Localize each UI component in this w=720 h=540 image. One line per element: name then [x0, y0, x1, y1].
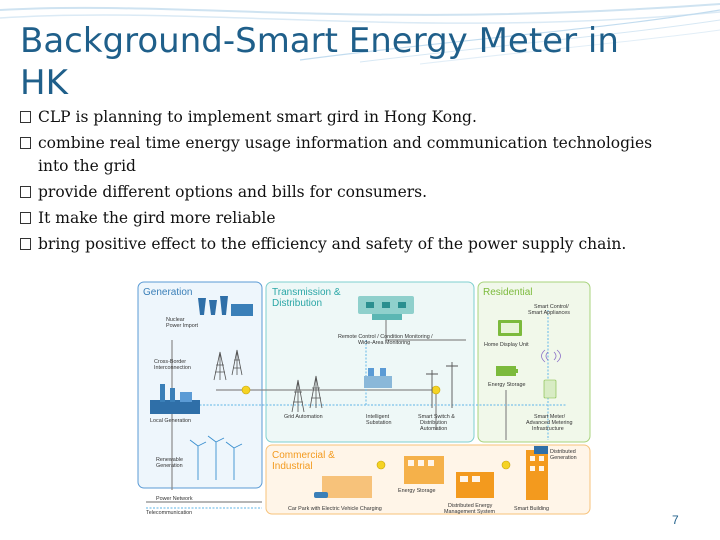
- smart-switch-icon: [426, 362, 458, 408]
- battery-icon: [496, 366, 518, 376]
- network-node: [376, 460, 386, 470]
- generation-panel: [137, 281, 263, 489]
- commercial-heading-line1: Commercial &: [272, 450, 335, 461]
- nuclear-plant-icon: [198, 296, 253, 316]
- smart-control-label-2: Smart Appliances: [528, 310, 570, 316]
- bullet-text: bring positive effect to the efficiency …: [38, 235, 627, 253]
- bullet-box-icon: [20, 238, 31, 250]
- car-park-label: Car Park with Electric Vehicle Charging: [288, 506, 382, 512]
- dems-label-1: Distributed Energy: [448, 503, 493, 509]
- generation-heading: Generation: [143, 287, 192, 298]
- smart-switch-label-3: Automation: [420, 426, 447, 432]
- remote-control-label-1: Remote Control / Condition Monitoring /: [338, 334, 433, 340]
- transmission-heading-line1: Transmission &: [272, 287, 341, 298]
- bullet-box-icon: [20, 137, 31, 149]
- smart-switch-label-1: Smart Switch &: [418, 414, 455, 420]
- home-display-icon: [498, 320, 522, 336]
- decorative-wave-header: [0, 0, 720, 70]
- power-network-line: [146, 310, 507, 503]
- network-node: [501, 460, 511, 470]
- dems-icon: [456, 472, 494, 498]
- energy-storage-com-label: Energy Storage: [398, 488, 435, 494]
- nuclear-label-1: Nuclear: [166, 317, 185, 323]
- remote-control-label-2: Wide-Area Monitoring: [358, 340, 410, 346]
- home-display-label: Home Display Unit: [484, 342, 529, 348]
- bullet-item: provide different options and bills for …: [20, 181, 680, 204]
- smart-meter-label-1: Smart Meter/: [534, 414, 566, 420]
- intelligent-substation-label-1: Intelligent: [366, 414, 390, 420]
- substation-icon: [364, 368, 392, 388]
- commercial-heading-line2: Industrial: [272, 461, 313, 472]
- crossborder-label-2: Interconnection: [154, 365, 191, 371]
- network-node: [241, 385, 251, 395]
- wind-turbine-icon: [189, 435, 243, 480]
- residential-heading: Residential: [483, 287, 532, 298]
- wifi-signal-icon: [541, 349, 561, 363]
- distributed-gen-label-1: Distributed: [550, 449, 576, 455]
- transmission-heading-line2: Distribution: [272, 298, 322, 309]
- power-network-legend: Power Network: [156, 496, 193, 502]
- energy-storage-res-label: Energy Storage: [488, 382, 525, 388]
- bullet-text: combine real time energy usage informati…: [38, 134, 653, 175]
- slide-title: Background-Smart Energy Meter in HK: [20, 21, 619, 103]
- smart-switch-label-2: Distribution: [420, 420, 447, 426]
- bullet-item: It make the gird more reliable: [20, 207, 680, 230]
- local-power-station-icon: [150, 384, 200, 414]
- distributed-gen-label-2: Generation: [550, 455, 577, 461]
- telecom-line: [146, 310, 566, 509]
- network-node: [431, 385, 441, 395]
- bullet-item: bring positive effect to the efficiency …: [20, 233, 680, 256]
- bullet-list: CLP is planning to implement smart gird …: [20, 106, 680, 259]
- crossborder-label-1: Cross-Border: [154, 359, 186, 365]
- bullet-box-icon: [20, 111, 31, 123]
- grid-tower-icon: [291, 375, 323, 413]
- smart-control-label-1: Smart Control/: [534, 304, 569, 310]
- bullet-box-icon: [20, 212, 31, 224]
- local-generation-label: Local Generation: [150, 418, 191, 424]
- dems-label-2: Management System: [444, 509, 495, 515]
- bullet-text: It make the gird more reliable: [38, 209, 276, 227]
- smart-meter-icon: [543, 379, 557, 399]
- telecommunication-legend: Telecommunication: [146, 510, 192, 516]
- transmission-tower-icon: [213, 349, 243, 381]
- renewable-label-2: Generation: [156, 463, 183, 469]
- smart-meter-label-2: Advanced Metering: [526, 420, 572, 426]
- factory-icon: [404, 456, 444, 484]
- smart-building-label: Smart Building: [514, 506, 549, 512]
- smart-grid-diagram: Generation Transmission & Distribution R…: [136, 280, 592, 516]
- solar-panel-icon: [534, 446, 548, 454]
- smart-meter-label-3: Infrastructure: [532, 426, 564, 432]
- car-park-icon: [314, 476, 372, 498]
- transmission-panel: [265, 281, 475, 443]
- control-center-icon: [358, 296, 414, 320]
- renewable-label-1: Renewable: [156, 457, 183, 463]
- smart-building-icon: [526, 450, 548, 500]
- page-number: 7: [672, 513, 679, 527]
- nuclear-label-2: Power Import: [166, 323, 199, 329]
- bullet-box-icon: [20, 186, 31, 198]
- bullet-item: CLP is planning to implement smart gird …: [20, 106, 680, 129]
- bullet-text: CLP is planning to implement smart gird …: [38, 108, 477, 126]
- intelligent-substation-label-2: Substation: [366, 420, 391, 426]
- bullet-text: provide different options and bills for …: [38, 183, 428, 201]
- grid-automation-label: Grid Automation: [284, 414, 323, 420]
- bullet-item: combine real time energy usage informati…: [20, 132, 680, 178]
